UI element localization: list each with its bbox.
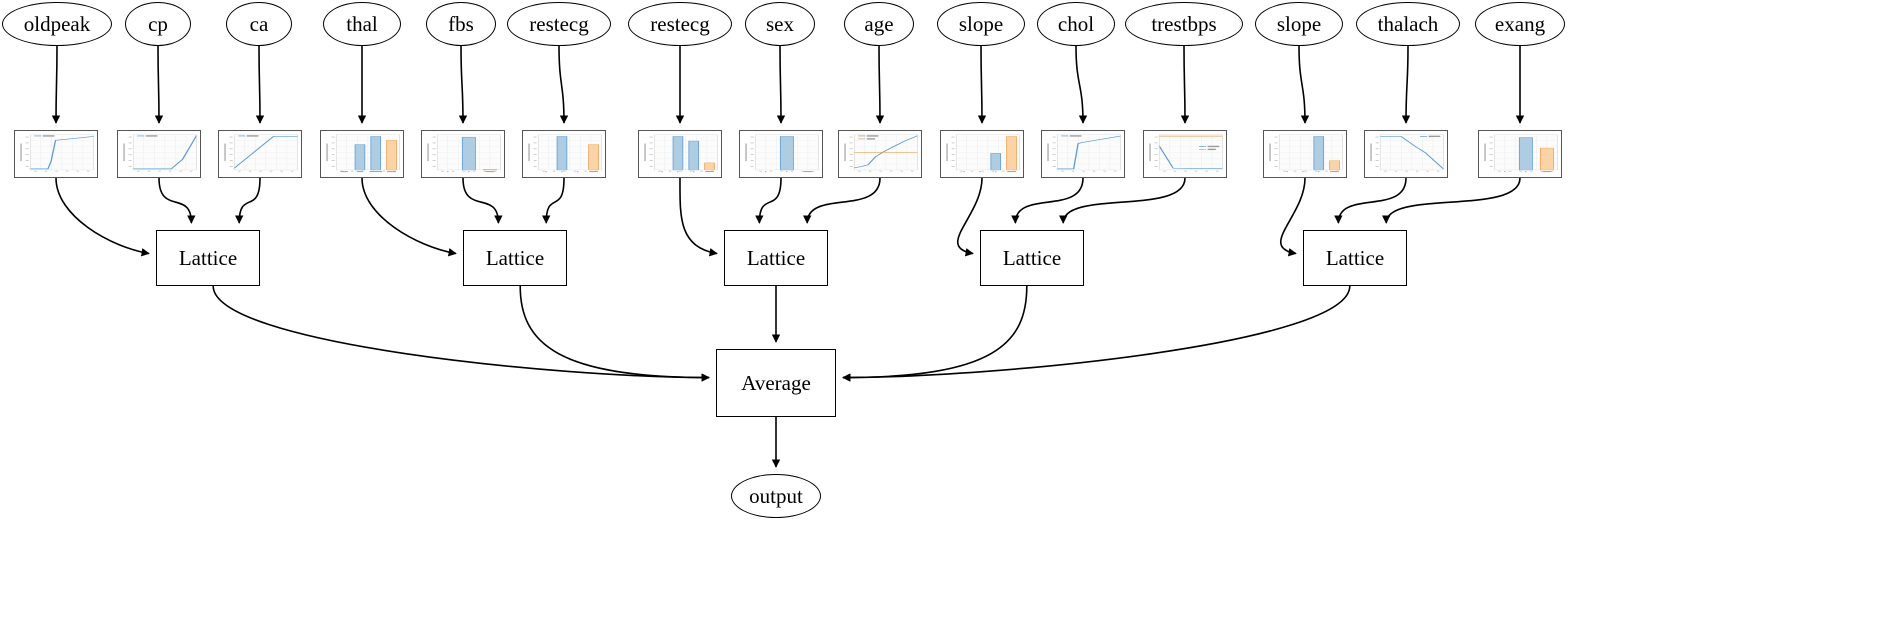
output-node-label: output bbox=[749, 483, 803, 508]
input-node-slope[interactable]: slope bbox=[937, 2, 1025, 46]
calibration-plot-cp bbox=[117, 130, 201, 178]
edge-input-slope-to-plot bbox=[977, 45, 987, 124]
edge-input-sex-to-plot bbox=[776, 45, 786, 124]
edge-lattice-1-to-average bbox=[519, 285, 710, 382]
lattice-node-2-label: Lattice bbox=[746, 245, 806, 270]
calibration-plot-sex bbox=[739, 130, 823, 178]
edge-lattice-3-to-average bbox=[842, 285, 1028, 382]
edge-lattice-4-to-average bbox=[842, 285, 1351, 382]
edge-plot-chol-to-lattice-3 bbox=[1011, 177, 1084, 224]
input-node-exang-label: exang bbox=[1494, 11, 1546, 36]
lattice-node-0[interactable]: Lattice bbox=[156, 230, 260, 286]
input-node-ca-label: ca bbox=[249, 11, 269, 36]
edge-plot-cp-to-lattice-0 bbox=[158, 177, 196, 224]
calibration-plot-restecg bbox=[522, 130, 606, 178]
edge-plot-restecg-to-lattice-1 bbox=[542, 177, 565, 224]
input-node-age[interactable]: age bbox=[844, 2, 914, 46]
input-node-chol[interactable]: chol bbox=[1037, 2, 1115, 46]
input-node-chol-label: chol bbox=[1057, 11, 1095, 36]
input-node-slope-label: slope bbox=[1276, 11, 1322, 36]
input-node-thalach-label: thalach bbox=[1377, 11, 1439, 36]
lattice-node-2[interactable]: Lattice bbox=[724, 230, 828, 286]
calibration-plot-chol bbox=[1041, 130, 1125, 178]
edge-input-chol-to-plot bbox=[1075, 45, 1088, 124]
calibration-plot-exang bbox=[1478, 130, 1562, 178]
edge-plot-age-to-lattice-2 bbox=[803, 177, 881, 224]
lattice-node-3[interactable]: Lattice bbox=[980, 230, 1084, 286]
edge-plot-thalach-to-lattice-4 bbox=[1334, 177, 1407, 224]
edge-input-oldpeak-to-plot bbox=[51, 45, 61, 124]
input-node-fbs[interactable]: fbs bbox=[426, 2, 496, 46]
input-node-thal-label: thal bbox=[346, 11, 378, 36]
edge-plot-thal-to-lattice-1 bbox=[361, 177, 457, 257]
input-node-restecg[interactable]: restecg bbox=[507, 2, 611, 46]
edge-input-fbs-to-plot bbox=[458, 45, 468, 124]
input-node-trestbps[interactable]: trestbps bbox=[1125, 2, 1243, 46]
input-node-restecg-label: restecg bbox=[529, 11, 589, 36]
input-node-oldpeak-label: oldpeak bbox=[23, 11, 91, 36]
edge-lattice-0-to-average bbox=[212, 285, 710, 382]
edge-plot-slope-to-lattice-3 bbox=[957, 177, 983, 257]
edge-plot-ca-to-lattice-0 bbox=[235, 177, 261, 224]
input-node-cp[interactable]: cp bbox=[125, 2, 191, 46]
calibration-plot-slope bbox=[940, 130, 1024, 178]
calibration-plot-oldpeak bbox=[14, 130, 98, 178]
input-node-ca[interactable]: ca bbox=[226, 2, 292, 46]
average-node[interactable]: Average bbox=[716, 349, 836, 417]
calibration-plot-trestbps bbox=[1143, 130, 1227, 178]
edge-input-ca-to-plot bbox=[255, 45, 265, 124]
lattice-node-1[interactable]: Lattice bbox=[463, 230, 567, 286]
lattice-node-3-label: Lattice bbox=[1002, 245, 1062, 270]
edge-input-thalach-to-plot bbox=[1401, 45, 1411, 124]
calibration-plot-restecg bbox=[638, 130, 722, 178]
input-node-restecg-label: restecg bbox=[650, 11, 710, 36]
edge-plot-sex-to-lattice-2 bbox=[755, 177, 782, 224]
lattice-node-4[interactable]: Lattice bbox=[1303, 230, 1407, 286]
input-node-thalach[interactable]: thalach bbox=[1356, 2, 1460, 46]
average-node-label: Average bbox=[741, 370, 811, 395]
calibration-plot-age bbox=[838, 130, 922, 178]
edge-plot-exang-to-lattice-4 bbox=[1382, 177, 1521, 224]
input-node-cp-label: cp bbox=[148, 11, 168, 36]
calibration-plot-thalach bbox=[1364, 130, 1448, 178]
input-node-trestbps-label: trestbps bbox=[1151, 11, 1217, 36]
edge-plot-slope-to-lattice-4 bbox=[1280, 177, 1306, 257]
input-node-sex[interactable]: sex bbox=[745, 2, 815, 46]
calibration-plot-thal bbox=[320, 130, 404, 178]
output-node[interactable]: output bbox=[731, 474, 821, 518]
input-node-thal[interactable]: thal bbox=[323, 2, 401, 46]
input-node-fbs-label: fbs bbox=[448, 11, 474, 36]
edge-plot-restecg-to-lattice-2 bbox=[679, 177, 718, 257]
lattice-node-1-label: Lattice bbox=[485, 245, 545, 270]
lattice-node-4-label: Lattice bbox=[1325, 245, 1385, 270]
input-node-slope-label: slope bbox=[958, 11, 1004, 36]
edge-plot-fbs-to-lattice-1 bbox=[462, 177, 503, 224]
input-node-exang[interactable]: exang bbox=[1475, 2, 1565, 46]
input-node-sex-label: sex bbox=[766, 11, 794, 36]
calibration-plot-slope bbox=[1263, 130, 1347, 178]
lattice-node-0-label: Lattice bbox=[178, 245, 238, 270]
input-node-age-label: age bbox=[864, 11, 894, 36]
input-node-oldpeak[interactable]: oldpeak bbox=[2, 2, 112, 46]
edge-input-restecg-to-plot bbox=[558, 45, 569, 124]
edge-input-trestbps-to-plot bbox=[1180, 45, 1190, 124]
edge-input-cp-to-plot bbox=[154, 45, 164, 124]
edge-plot-trestbps-to-lattice-3 bbox=[1059, 177, 1186, 224]
calibration-plot-ca bbox=[218, 130, 302, 178]
input-node-slope[interactable]: slope bbox=[1255, 2, 1343, 46]
edge-plot-oldpeak-to-lattice-0 bbox=[55, 177, 150, 257]
input-node-restecg[interactable]: restecg bbox=[628, 2, 732, 46]
edge-input-slope-to-plot bbox=[1298, 45, 1310, 124]
edge-input-age-to-plot bbox=[875, 45, 885, 124]
calibration-plot-fbs bbox=[421, 130, 505, 178]
